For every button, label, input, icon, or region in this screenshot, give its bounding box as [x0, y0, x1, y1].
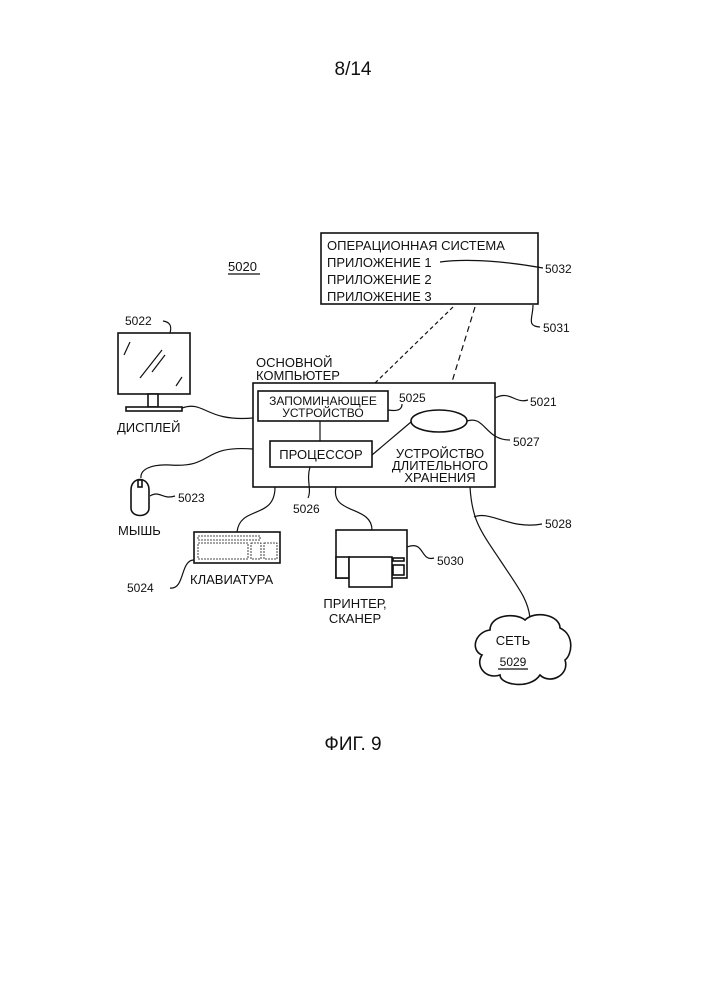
dashed-link-memory — [373, 307, 453, 385]
page-number: 8/14 — [335, 59, 372, 80]
ref-5026: 5026 — [293, 502, 320, 516]
ref-5030: 5030 — [437, 554, 464, 568]
leader-5030 — [407, 546, 434, 559]
mouse-label: МЫШЬ — [118, 523, 161, 538]
storage-label: ХРАНЕНИЯ — [404, 470, 475, 485]
printer-icon — [336, 530, 407, 587]
host-title: КОМПЬЮТЕР — [256, 368, 340, 383]
leader-5031 — [531, 305, 540, 327]
leader-5023 — [150, 494, 175, 497]
printer-cable — [335, 487, 372, 530]
os-line: ПРИЛОЖЕНИЕ 2 — [327, 272, 432, 287]
network-cable — [470, 487, 530, 618]
memory-label: УСТРОЙСТВО — [282, 405, 363, 420]
os-line: ОПЕРАЦИОННАЯ СИСТЕМА — [327, 238, 505, 253]
mouse-cable — [141, 449, 253, 478]
display-icon — [118, 333, 190, 411]
ref-5027: 5027 — [513, 435, 540, 449]
ref-5025: 5025 — [399, 391, 426, 405]
os-line: ПРИЛОЖЕНИЕ 3 — [327, 289, 432, 304]
storage-icon — [411, 410, 467, 432]
leader-5028 — [474, 515, 542, 525]
system-ref: 5020 — [228, 259, 257, 274]
ref-5032: 5032 — [545, 262, 572, 276]
os-line: ПРИЛОЖЕНИЕ 1 — [327, 255, 432, 270]
processor-label: ПРОЦЕССОР — [279, 447, 362, 462]
printer-label: ПРИНТЕР, — [323, 596, 386, 611]
os-box: ОПЕРАЦИОННАЯ СИСТЕМА ПРИЛОЖЕНИЕ 1 ПРИЛОЖ… — [321, 233, 538, 304]
leader-5022 — [163, 321, 171, 333]
ref-5022: 5022 — [125, 314, 152, 328]
ref-5028: 5028 — [545, 517, 572, 531]
leader-5021 — [495, 395, 528, 400]
ref-5021: 5021 — [530, 395, 557, 409]
keyboard-label: КЛАВИАТУРА — [190, 572, 273, 587]
network-ref: 5029 — [500, 655, 527, 669]
network-cloud-icon — [475, 615, 570, 685]
keyboard-cable — [237, 487, 275, 532]
network-label: СЕТЬ — [496, 633, 531, 648]
figure-label: ФИГ. 9 — [324, 734, 381, 755]
display-cable — [182, 406, 253, 418]
ref-5024: 5024 — [127, 581, 154, 595]
printer-label: СКАНЕР — [329, 611, 381, 626]
ref-5023: 5023 — [178, 491, 205, 505]
ref-5031: 5031 — [543, 321, 570, 335]
display-label: ДИСПЛЕЙ — [117, 420, 180, 435]
keyboard-icon — [194, 532, 280, 563]
mouse-icon — [131, 480, 149, 516]
